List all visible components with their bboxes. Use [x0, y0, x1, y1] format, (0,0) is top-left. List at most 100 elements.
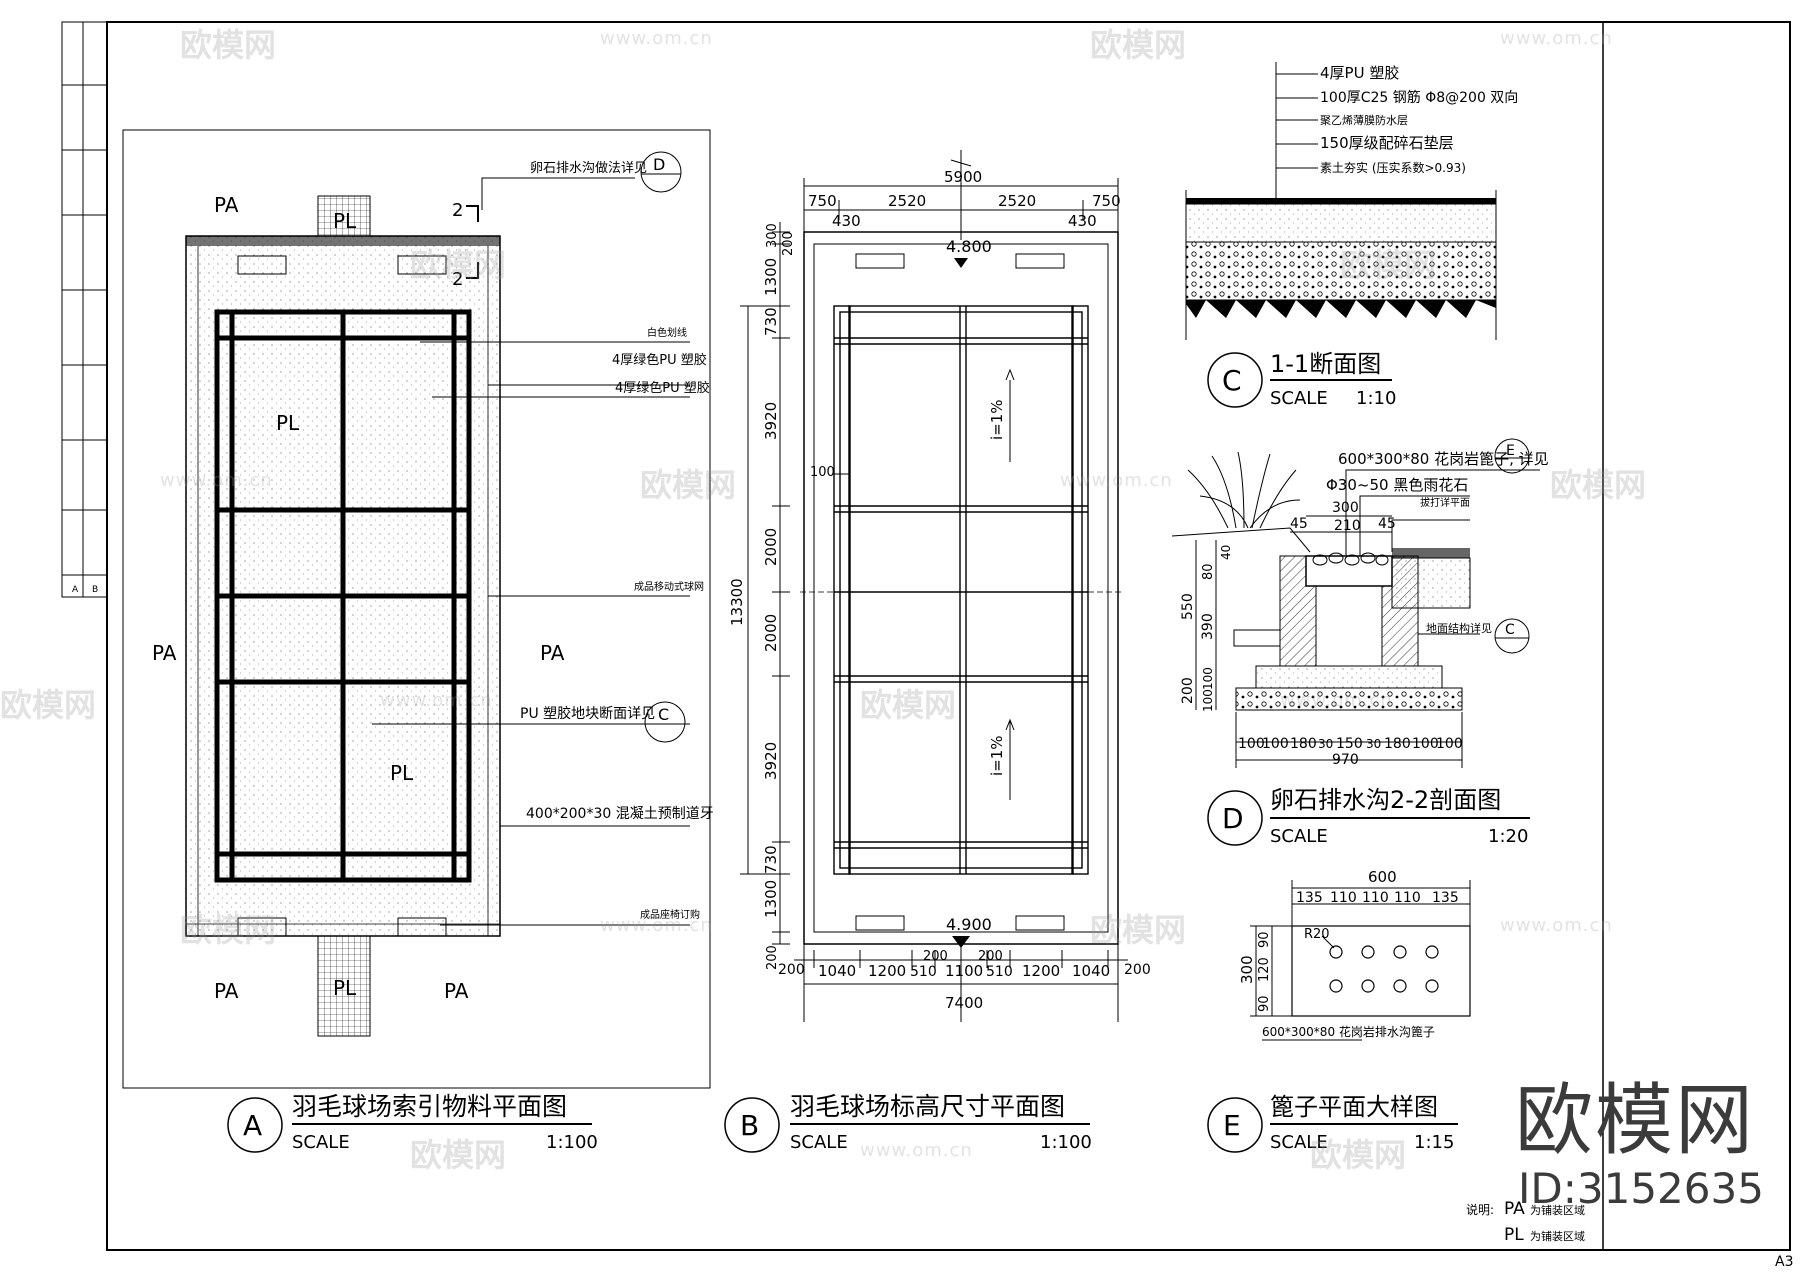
- dim-d-bottom-7: 100: [1412, 736, 1439, 752]
- grate-dim-left-2: 90: [1257, 995, 1272, 1012]
- dim-bottom-8: 200: [1124, 962, 1151, 978]
- notes-pa-text: 为铺装区域: [1530, 1204, 1585, 1217]
- drain-base: [1235, 687, 1463, 711]
- zone-pl-lower: PL: [390, 761, 414, 785]
- drawing-c-title: 1-1断面图: [1270, 350, 1381, 378]
- notes-label: 说明:: [1466, 1202, 1494, 1217]
- dim-left-10: 200: [765, 945, 780, 970]
- notes: 说明: PA 为铺装区域 PL 为铺装区域: [1466, 1199, 1585, 1245]
- grate-dim-top-2: 110: [1362, 890, 1389, 906]
- grate-dim-top-1: 110: [1330, 890, 1357, 906]
- title-bubble-a-letter: A: [243, 1109, 262, 1142]
- ref-bubble-e: [1494, 438, 1530, 474]
- dim-d-bottom-total: 970: [1332, 752, 1359, 768]
- dim-bottom-overall: 7400: [945, 994, 983, 1012]
- callout-pebble: Φ30~50 黑色雨花石: [1326, 476, 1468, 494]
- dim-left-6: 2000: [762, 614, 780, 652]
- dim-left-2: 1300: [762, 258, 780, 296]
- court-outer-b: [803, 231, 1119, 945]
- dim-bottom-0: 200: [778, 962, 805, 978]
- zone-pa-top: PA: [214, 193, 239, 217]
- drain-grate: [1305, 555, 1393, 587]
- dim-bottom-2: 1200: [868, 962, 906, 980]
- drawing-e-scale-label: SCALE: [1270, 1132, 1328, 1153]
- ref-bubble-d-letter: D: [653, 155, 665, 174]
- dim-d-top-3: 45: [1378, 516, 1396, 532]
- sheet-size: A3: [1775, 1254, 1793, 1270]
- grate-plan: [1291, 925, 1471, 1017]
- slope-upper: i=1%: [988, 399, 1006, 440]
- ref-bubble-e-letter: E: [1506, 443, 1515, 459]
- zone-pl-bottom: PL: [333, 976, 357, 1000]
- title-bubble-a: [227, 1097, 283, 1153]
- callout-white-line: 白色划线: [647, 326, 687, 339]
- zone-pa-bottom-left: PA: [214, 979, 239, 1003]
- title-bubble-d-letter: D: [1222, 802, 1244, 835]
- dim-d-bottom-5: 30: [1366, 737, 1381, 751]
- corner-brand-id: ID:3152635: [1518, 1164, 1764, 1213]
- layer-4: 素土夯实 (压实系数>0.93): [1320, 160, 1466, 175]
- dim-d-left-1: 80: [1201, 563, 1216, 580]
- dim-bottom-5: 510: [986, 964, 1013, 980]
- drawing-a: PA PL PL PA PA PL PA PL PA 2 2 卵石排水沟做法详见…: [122, 129, 714, 1153]
- dim-d-bottom-3: 30: [1318, 737, 1333, 751]
- title-bubble-e: [1207, 1097, 1263, 1153]
- title-bubble-c: [1207, 352, 1263, 408]
- grate-width: 600: [1368, 868, 1397, 886]
- dim-left-9: 1300: [762, 880, 780, 918]
- title-bubble-c-letter: C: [1222, 364, 1242, 397]
- drawing-d: 600*300*80 花岗岩篦子, 详见 E Φ30~50 黑色雨花石 拔打详平…: [1171, 438, 1549, 847]
- grate-dim-top-3: 110: [1394, 890, 1421, 906]
- notes-pa-code: PA: [1504, 1199, 1525, 1219]
- drawing-e-title: 篦子平面大样图: [1270, 1093, 1438, 1121]
- drawing-b-scale-label: SCALE: [790, 1132, 848, 1153]
- layer-3: 150厚级配碎石垫层: [1320, 134, 1454, 152]
- dim-left-1: 200: [781, 231, 796, 256]
- dim-d-top-1: 210: [1334, 518, 1361, 534]
- callout-curb: 400*200*30 混凝土预制道牙: [526, 806, 714, 822]
- drawing-d-scale: 1:20: [1488, 826, 1528, 847]
- dim-d-left-6: 100: [1201, 689, 1215, 712]
- callout-drain-detail: 卵石排水沟做法详见: [530, 161, 647, 176]
- dim-top-3: 750: [1092, 192, 1121, 210]
- elevation-top: 4.800: [946, 237, 992, 256]
- sheet-frame: [61, 21, 1791, 1251]
- grate-dim-top-4: 135: [1432, 890, 1459, 906]
- title-bubble-d: [1207, 790, 1263, 846]
- drain-foundation: [1255, 665, 1443, 689]
- dim-d-left-5: 100: [1201, 667, 1215, 690]
- dim-top-sub-0: 430: [832, 212, 861, 230]
- court-curb-top: [186, 236, 500, 246]
- title-bubble-b: [724, 1097, 780, 1153]
- dim-top-overall: 5900: [944, 168, 982, 186]
- callout-finish: 拔打详平面: [1420, 496, 1470, 509]
- dim-d-left-2: 40: [1219, 545, 1233, 560]
- drawing-a-frame: [122, 129, 711, 1089]
- layer-1: 100厚C25 钢筋 Φ8@200 双向: [1320, 89, 1518, 106]
- dim-top-1: 2520: [888, 192, 926, 210]
- layer-soil: [1186, 300, 1496, 318]
- dim-left-4: 3920: [762, 402, 780, 440]
- title-bubble-e-letter: E: [1223, 1109, 1241, 1142]
- drawing-a-title: 羽毛球场索引物料平面图: [292, 1092, 567, 1121]
- dim-d-left-3: 390: [1200, 613, 1216, 640]
- drain-pipe: [1233, 629, 1281, 647]
- dim-100: 100: [810, 465, 835, 480]
- drawing-b-title: 羽毛球场标高尺寸平面图: [790, 1092, 1065, 1121]
- drawing-e-scale: 1:15: [1414, 1132, 1454, 1153]
- dim-d-bottom-2: 180: [1290, 736, 1317, 752]
- dim-top-2: 2520: [998, 192, 1036, 210]
- section-mark-top: 2: [452, 200, 463, 221]
- dim-left-total: 13300: [728, 578, 746, 626]
- drawing-e: R20 600 135 110 110 110 135 300 90 120 9…: [1207, 868, 1471, 1153]
- grate-dim-left-0: 90: [1257, 931, 1272, 948]
- dim-d-bottom-0: 100: [1238, 736, 1265, 752]
- layer-0: 4厚PU 塑胶: [1320, 64, 1399, 82]
- notes-pl-code: PL: [1504, 1225, 1524, 1245]
- drawing-d-title: 卵石排水沟2-2剖面图: [1270, 786, 1501, 814]
- ref-bubble-d: [640, 151, 682, 193]
- drawing-b: 4.800 4.900 i=1% i=1% 100 5900 750 2520 …: [724, 150, 1151, 1153]
- court-lines-b: [833, 305, 1089, 875]
- dim-bottom-4: 1100: [945, 962, 983, 980]
- dim-d-bottom-8: 100: [1436, 736, 1463, 752]
